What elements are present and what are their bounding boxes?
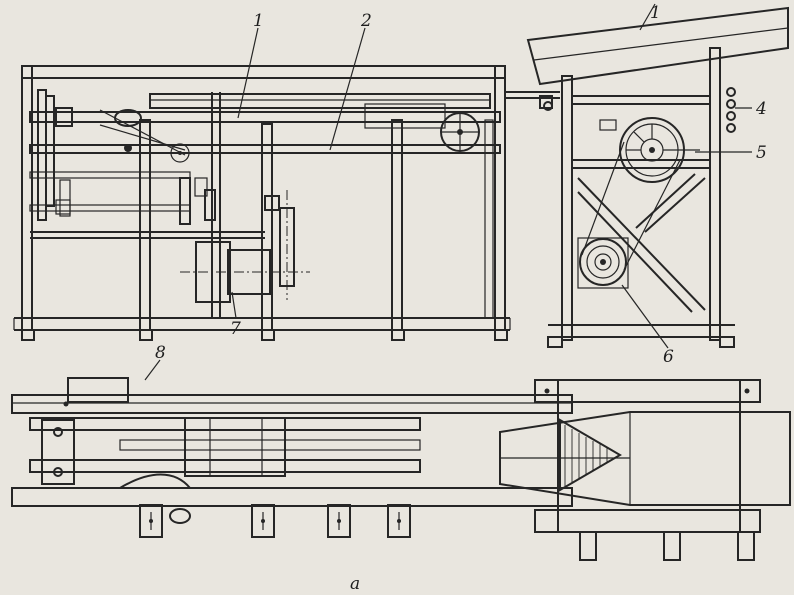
leader-lines (144, 3, 752, 381)
front-view (13, 65, 560, 341)
plan-view (11, 377, 791, 561)
figure-caption: а (350, 574, 360, 594)
side-view (526, 6, 789, 348)
label-4: 4 (755, 99, 767, 119)
label-2: 2 (360, 11, 372, 31)
label-1-right: 1 (650, 3, 661, 23)
label-6: 6 (663, 347, 674, 367)
reference-labels: 1 2 1 4 5 6 7 8 а (155, 3, 767, 594)
label-5: 5 (756, 143, 767, 163)
label-1-top: 1 (253, 11, 264, 31)
label-7: 7 (230, 319, 241, 339)
label-8: 8 (155, 343, 166, 363)
